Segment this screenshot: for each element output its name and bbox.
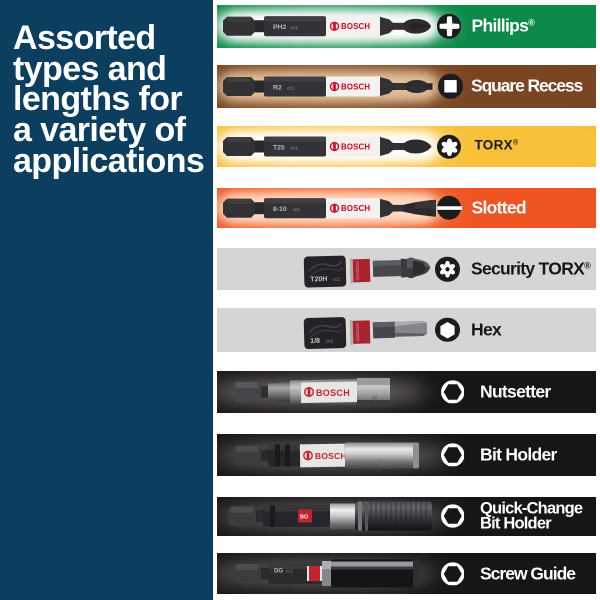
- svg-text:cc1: cc1: [291, 146, 299, 151]
- svg-text:1/4: 1/4: [377, 458, 383, 466]
- svg-text:BOSCH: BOSCH: [315, 451, 347, 461]
- svg-text:BOSCH: BOSCH: [341, 204, 370, 213]
- svg-text:T20H: T20H: [310, 276, 327, 283]
- svg-text:cc1: cc1: [293, 207, 301, 212]
- svg-text:cc1: cc1: [286, 569, 294, 574]
- svg-text:BOSCH: BOSCH: [341, 82, 370, 91]
- svg-text:cc1: cc1: [291, 25, 299, 30]
- svg-text:1/4: 1/4: [371, 395, 377, 403]
- svg-text:T25: T25: [273, 145, 285, 152]
- svg-text:PH2: PH2: [273, 24, 286, 31]
- svg-text:R2: R2: [273, 84, 282, 91]
- svg-text:BO: BO: [300, 515, 309, 521]
- svg-text:BOSCH: BOSCH: [316, 388, 350, 398]
- svg-text:BOSCH: BOSCH: [341, 142, 370, 151]
- svg-text:cc1: cc1: [326, 338, 334, 343]
- svg-text:8-10: 8-10: [273, 206, 287, 213]
- svg-text:DG: DG: [274, 569, 283, 575]
- svg-text:cc1: cc1: [333, 277, 341, 282]
- svg-text:cc1: cc1: [287, 85, 295, 90]
- svg-text:1/8: 1/8: [310, 337, 320, 344]
- svg-text:BOSCH: BOSCH: [341, 22, 370, 31]
